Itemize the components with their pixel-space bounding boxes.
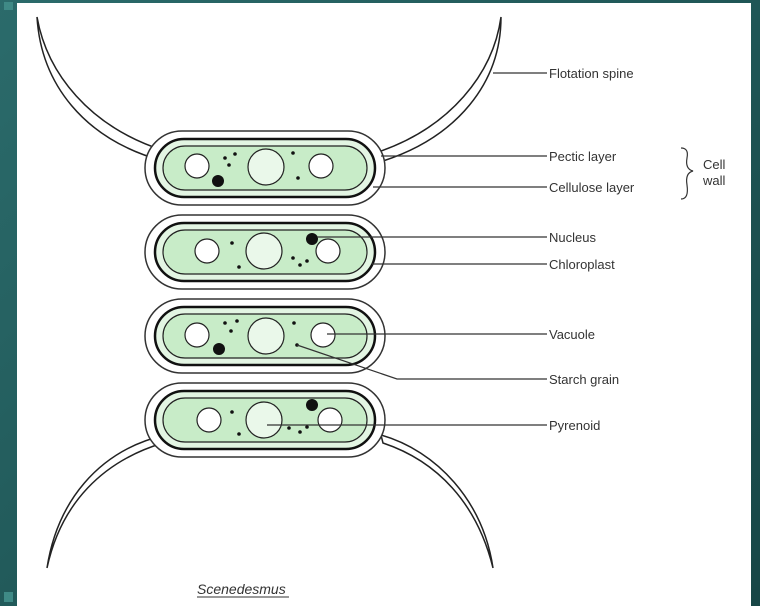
cell-4: [145, 383, 385, 457]
cell-2: [145, 215, 385, 289]
label-vacuole: Vacuole: [549, 327, 595, 342]
cell-3-pyrenoid: [248, 318, 284, 354]
cell-4-vacuole-right: [318, 408, 342, 432]
diagram-panel: Flotation spine Pectic layer Cellulose l…: [17, 3, 751, 606]
cell-3-nucleus: [213, 343, 225, 355]
label-starch-grain: Starch grain: [549, 372, 619, 387]
cell-4-pyrenoid: [246, 402, 282, 438]
cell-3-vacuole-left: [185, 323, 209, 347]
cell-2-vacuole-right: [316, 239, 340, 263]
cell-1-pyrenoid: [248, 149, 284, 185]
label-cellulose-layer: Cellulose layer: [549, 180, 635, 195]
cell-wall-brace: [681, 148, 693, 199]
scenedesmus-diagram: Flotation spine Pectic layer Cellulose l…: [17, 3, 751, 606]
cell-1-vacuole-left: [185, 154, 209, 178]
cell-1-vacuole-right: [309, 154, 333, 178]
cell-1-nucleus: [212, 175, 224, 187]
cell-4-nucleus: [306, 399, 318, 411]
cell-1: [145, 131, 385, 205]
cell-2-pyrenoid: [246, 233, 282, 269]
label-pectic-layer: Pectic layer: [549, 149, 617, 164]
flotation-spine-bottom-right: [381, 435, 493, 568]
label-cell-wall-line1: Cell: [703, 157, 726, 172]
slide-accent-bar-top: [4, 2, 13, 10]
cell-2-nucleus: [306, 233, 318, 245]
cell-3-vacuole-right: [311, 323, 335, 347]
label-pyrenoid: Pyrenoid: [549, 418, 600, 433]
label-nucleus: Nucleus: [549, 230, 596, 245]
cell-3: [145, 299, 385, 373]
flotation-spine-top-left: [37, 17, 165, 161]
cell-4-vacuole-left: [197, 408, 221, 432]
label-cell-wall-line2: wall: [702, 173, 726, 188]
flotation-spine-top-right: [381, 17, 501, 161]
label-chloroplast: Chloroplast: [549, 257, 615, 272]
slide-accent-bar-bottom: [4, 592, 13, 602]
flotation-spine-bottom-left: [47, 435, 165, 568]
diagram-caption: Scenedesmus: [197, 581, 286, 597]
label-flotation-spine: Flotation spine: [549, 66, 634, 81]
cell-2-vacuole-left: [195, 239, 219, 263]
